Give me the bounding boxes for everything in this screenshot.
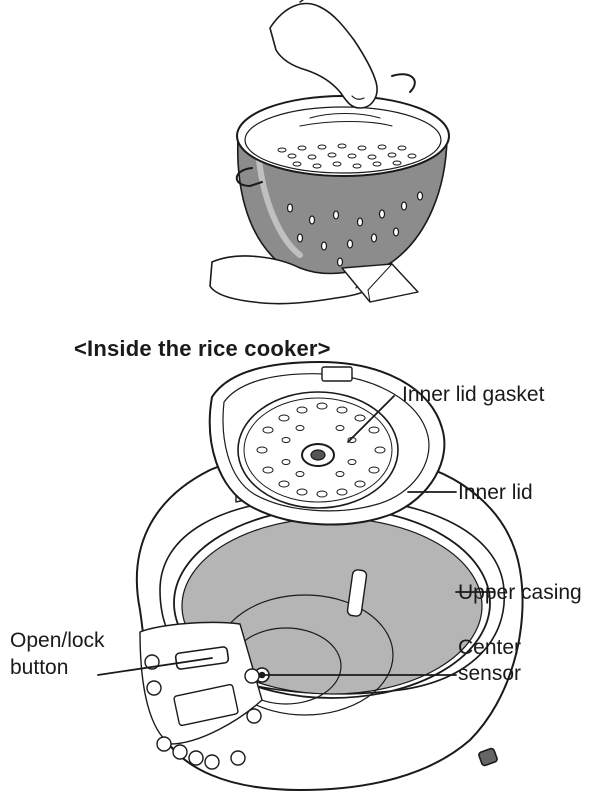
control-buttons	[144, 654, 262, 770]
upper-hand	[269, 2, 378, 109]
display-window	[173, 683, 239, 727]
leader-lines	[97, 395, 495, 676]
label-center-sensor-line2: sensor	[458, 662, 522, 685]
open-lock-button	[174, 646, 230, 670]
rice-cooker-figure	[135, 361, 524, 791]
towel	[341, 263, 419, 303]
section-title: <Inside the rice cooker>	[74, 336, 331, 361]
label-upper-casing: Upper casing	[458, 581, 582, 604]
pot-handle-right	[391, 73, 416, 93]
inner-lid-holes	[256, 402, 386, 498]
label-center-sensor-line1: Center	[458, 636, 522, 659]
pot-handle-left	[235, 167, 263, 187]
pot-droplets	[286, 191, 424, 267]
inner-pot-rim	[236, 95, 450, 177]
draining-pot-figure	[209, 0, 450, 305]
label-open-lock-line2: button	[10, 656, 69, 679]
label-inner-lid-gasket: Inner lid gasket	[402, 383, 545, 406]
label-inner-lid: Inner lid	[458, 481, 533, 504]
label-open-lock-line1: Open/lock	[10, 629, 105, 652]
rice-grains	[277, 143, 417, 169]
